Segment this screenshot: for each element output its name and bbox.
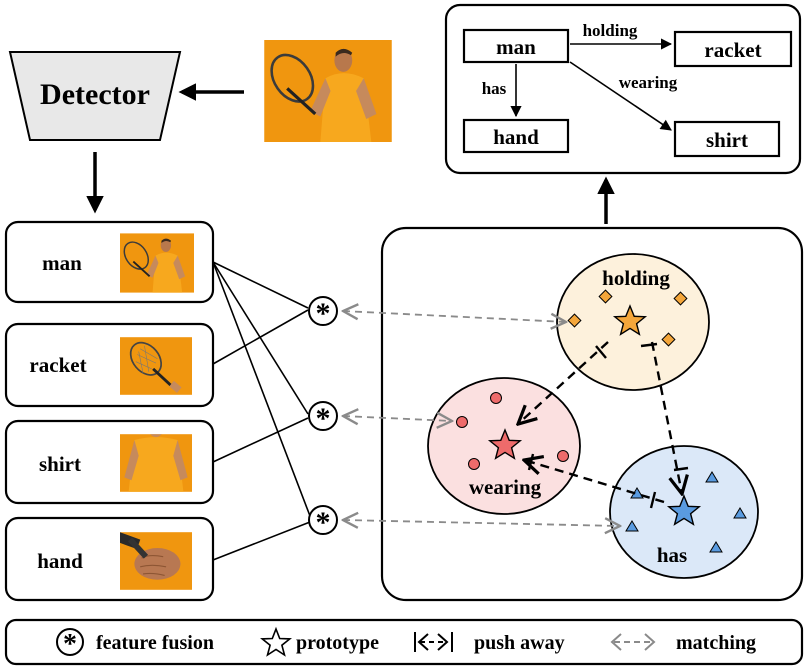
scene-graph-panel: man racket hand shirt holding has wearin… (444, 3, 802, 175)
sg-node-racket-label: racket (704, 38, 761, 62)
holding-sample-icon (661, 332, 676, 347)
object-shirt: shirt (4, 419, 215, 505)
sg-node-hand-label: hand (493, 125, 539, 149)
object-man: man (4, 220, 215, 304)
wearing-sample-icon (490, 392, 502, 404)
wearing-prototype-star-icon (487, 428, 523, 460)
sg-node-hand (462, 118, 570, 154)
detector-trapezoid (8, 51, 182, 141)
sg-node-man (462, 28, 570, 64)
object-racket: racket (4, 322, 215, 408)
cluster-has-label: has (657, 543, 687, 567)
sg-node-man-label: man (496, 35, 536, 59)
sg-node-shirt (673, 120, 781, 158)
fusion-asterisk-icon: * (316, 402, 331, 435)
fusion-asterisk-icon: * (316, 506, 331, 539)
legend: * feature fusion prototype push away mat… (4, 618, 804, 666)
wearing-sample-icon (557, 450, 569, 462)
has-sample-icon (625, 520, 639, 532)
push-bar (527, 453, 535, 471)
holding-sample-icon (673, 291, 688, 306)
holding-sample-icon (567, 313, 582, 328)
object-man-label: man (42, 251, 82, 275)
push-away-arrows (518, 341, 689, 509)
has-prototype-star-icon (666, 494, 702, 526)
wearing-sample-icon (456, 416, 468, 428)
sg-edge-wearing-label: wearing (619, 73, 678, 92)
sg-edge-has-label: has (482, 79, 507, 98)
has-sample-icon (709, 541, 723, 553)
input-image (261, 40, 394, 142)
push-bar (673, 466, 689, 472)
fusion-asterisk-icon: * (316, 297, 331, 330)
sg-node-shirt-label: shirt (706, 128, 748, 152)
push-bar (595, 345, 607, 359)
matching-wearing (343, 416, 452, 421)
matching-arrows (343, 311, 620, 526)
cluster-wearing-label: wearing (469, 475, 542, 499)
push-bar (649, 491, 657, 509)
sg-edge-holding-label: holding (583, 21, 638, 40)
has-sample-icon (705, 471, 719, 483)
fusion-node-2: * (308, 401, 338, 435)
detector-block: Detector (8, 51, 182, 141)
push-bar (640, 342, 658, 348)
push-has-to-wearing (524, 460, 665, 504)
fusion-connections (212, 261, 311, 561)
legend-push-label: push away (474, 632, 565, 654)
legend-fusion-label: feature fusion (96, 632, 214, 654)
cluster-wearing: wearing (427, 377, 581, 515)
legend-prototype-star-icon (260, 626, 292, 657)
wearing-sample-icon (468, 458, 480, 470)
holding-prototype-star-icon (612, 304, 648, 336)
legend-push-icon (414, 632, 453, 652)
push-holding-to-has (650, 341, 682, 494)
fusion-node-3: * (308, 505, 338, 539)
matching-holding (343, 311, 566, 322)
cluster-holding: holding (556, 253, 710, 391)
detector-label: Detector (40, 78, 150, 111)
sg-edge-wearing (569, 61, 672, 131)
legend-matching-icon (610, 633, 656, 651)
cluster-has: has (609, 445, 759, 579)
matching-has (343, 520, 620, 526)
object-hand: hand (4, 516, 215, 602)
cluster-holding-label: holding (602, 266, 670, 290)
holding-sample-icon (598, 289, 613, 304)
legend-fusion-icon (56, 628, 84, 656)
fusion-node-1: * (308, 296, 338, 330)
object-hand-label: hand (37, 549, 83, 573)
legend-matching-label: matching (676, 632, 756, 654)
svg-text:*: * (63, 629, 77, 660)
has-sample-icon (733, 507, 747, 519)
legend-prototype-label: prototype (296, 632, 379, 654)
push-holding-to-wearing (518, 341, 609, 424)
object-shirt-label: shirt (39, 452, 81, 476)
sg-node-racket (673, 30, 793, 68)
object-racket-label: racket (29, 353, 86, 377)
